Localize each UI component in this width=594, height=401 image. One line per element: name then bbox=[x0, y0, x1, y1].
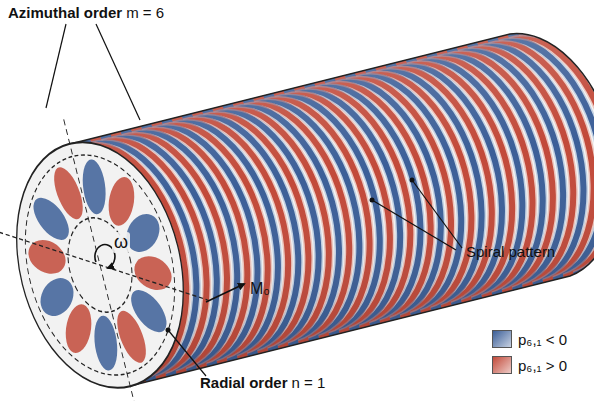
legend-text: p₆,₁ < 0 bbox=[518, 331, 567, 348]
label: n = 1 bbox=[292, 374, 326, 391]
leader-line bbox=[372, 200, 456, 250]
mode-lobe bbox=[111, 305, 151, 369]
legend-row: p₆,₁ < 0 bbox=[492, 330, 567, 348]
mode-lobe bbox=[81, 158, 108, 216]
leader-line bbox=[168, 330, 206, 376]
label: Azimuthal order bbox=[8, 4, 122, 21]
label: m = 6 bbox=[126, 4, 164, 21]
label: Radial order bbox=[200, 374, 288, 391]
leader-line bbox=[96, 24, 140, 120]
leader-line bbox=[46, 24, 66, 108]
end-face bbox=[0, 96, 229, 401]
mode-lobe bbox=[48, 161, 88, 225]
leader-line bbox=[412, 180, 462, 248]
flow-arrow bbox=[206, 284, 244, 302]
legend-text: p₆,₁ > 0 bbox=[518, 357, 567, 374]
legend-row: p₆,₁ > 0 bbox=[492, 356, 567, 374]
label: M₀ bbox=[250, 280, 270, 298]
label: Spiral pattern bbox=[466, 243, 555, 260]
legend-swatch bbox=[492, 356, 512, 374]
legend-swatch bbox=[492, 330, 512, 348]
label: ω bbox=[112, 232, 130, 253]
mode-lobe bbox=[93, 314, 120, 372]
